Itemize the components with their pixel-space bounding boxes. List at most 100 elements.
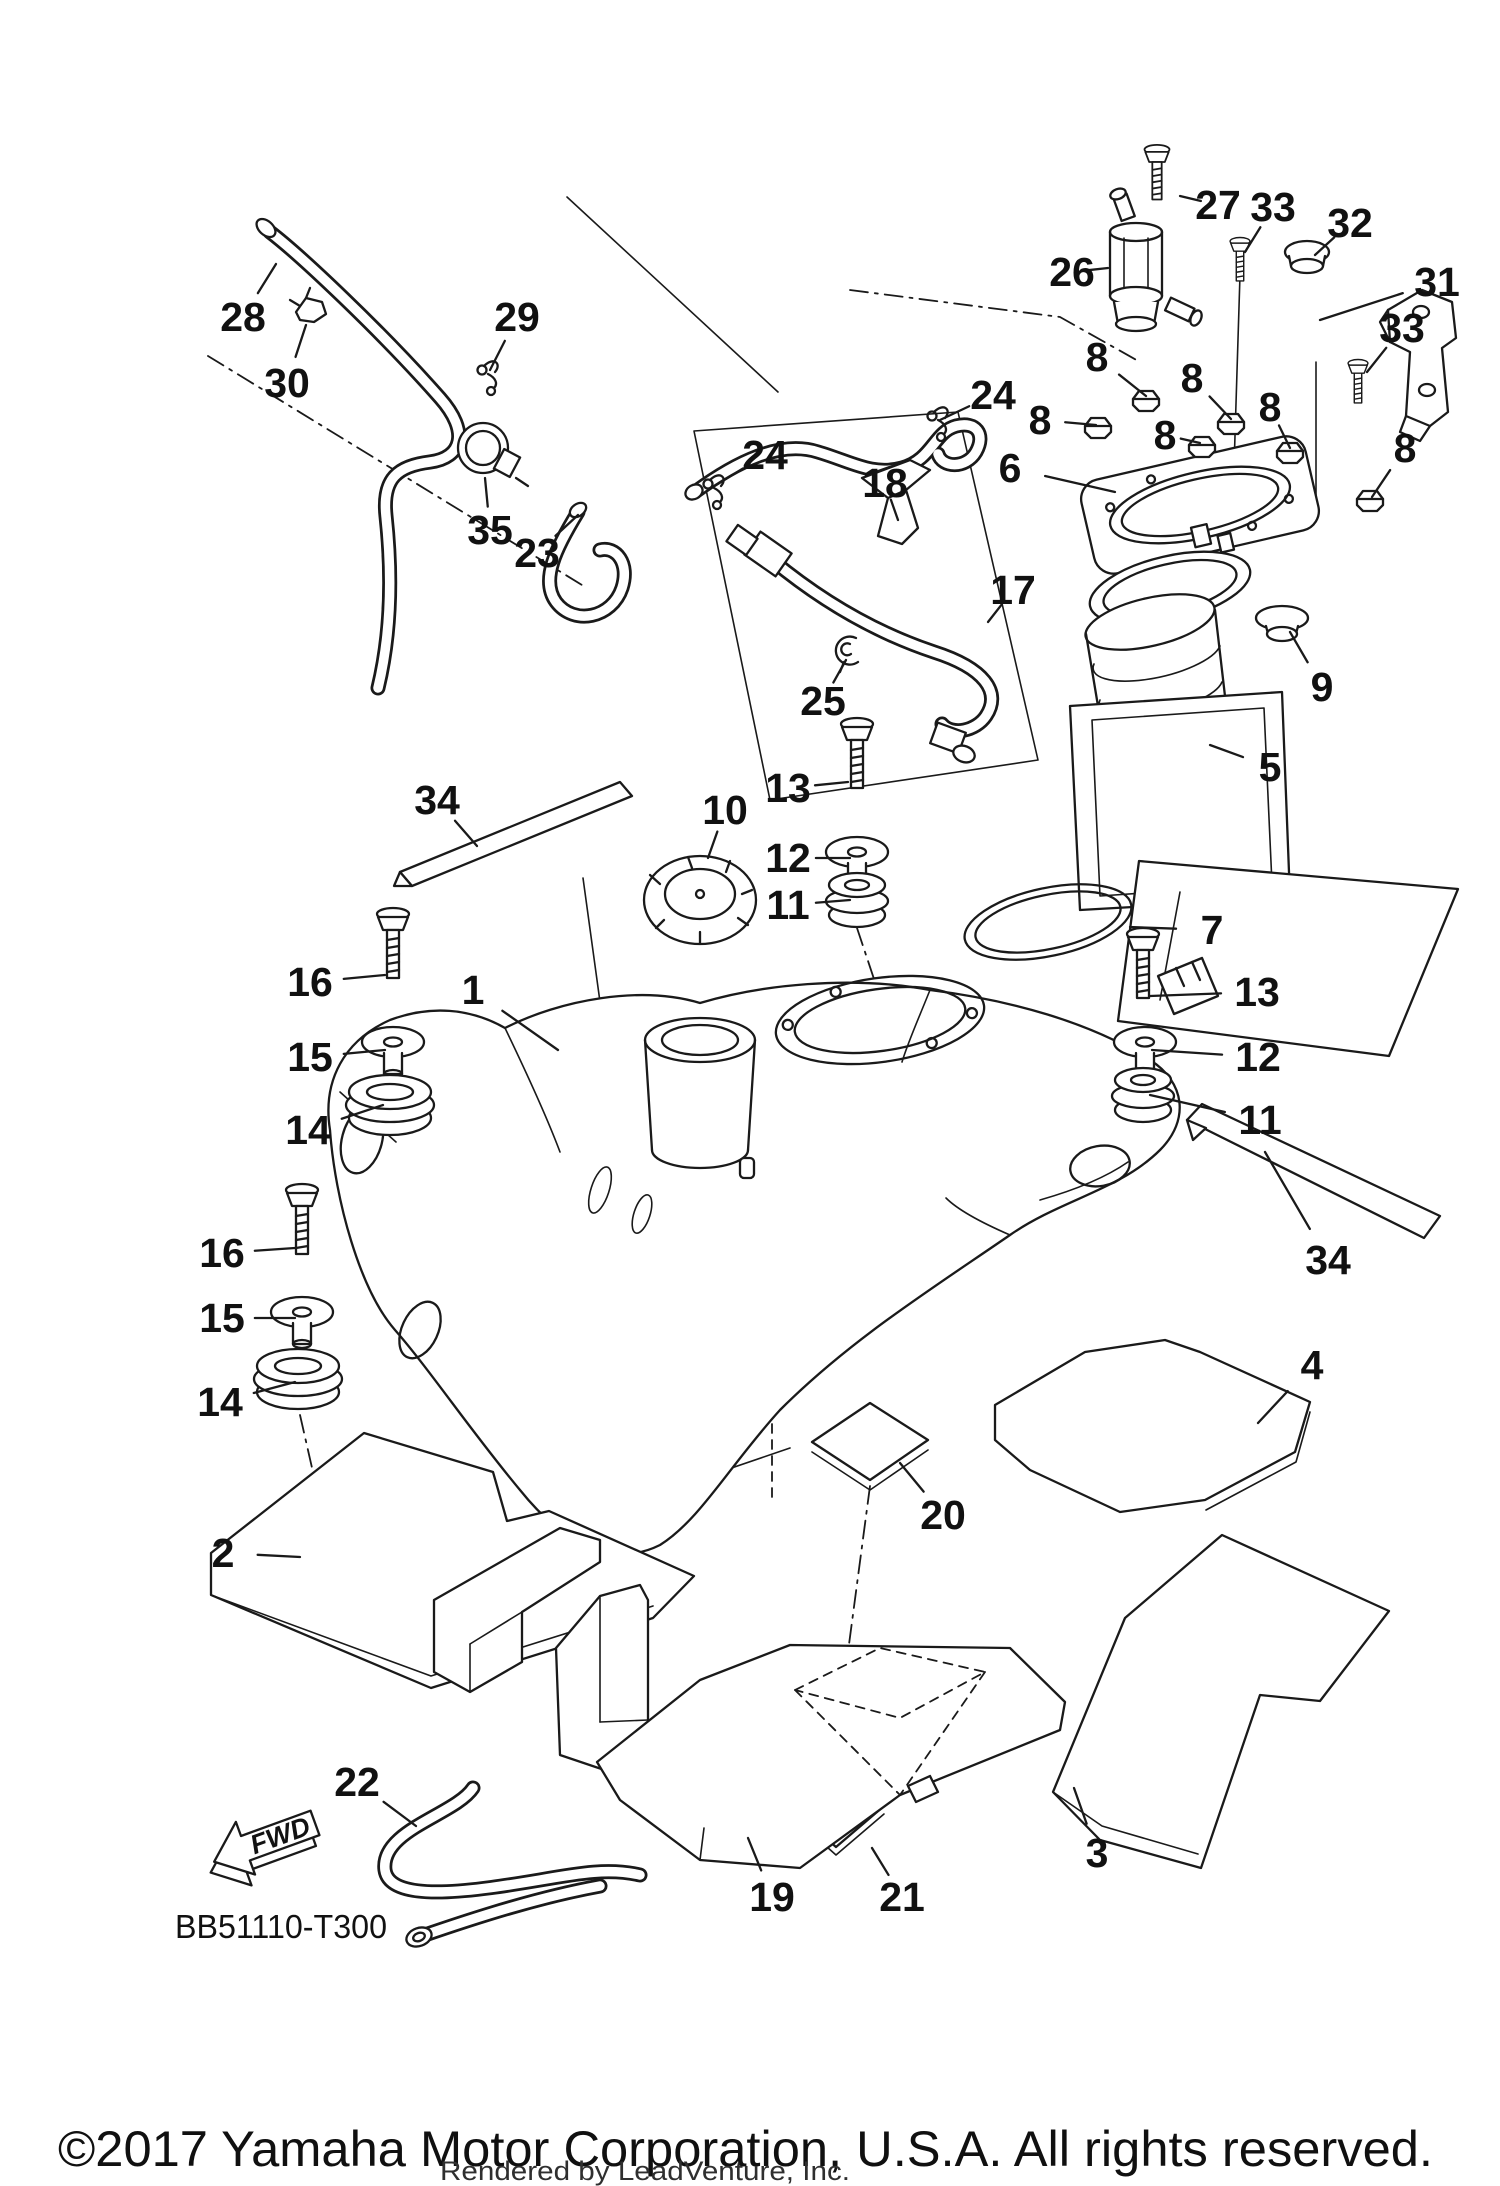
svg-text:23: 23: [514, 530, 560, 576]
svg-text:30: 30: [264, 360, 310, 406]
svg-text:9: 9: [1311, 664, 1334, 710]
bolt-16-upper: [375, 906, 411, 980]
svg-text:15: 15: [199, 1295, 245, 1341]
svg-text:35: 35: [467, 507, 513, 553]
svg-text:32: 32: [1327, 200, 1373, 246]
callout-32: 32: [1313, 200, 1373, 257]
callout-8: 8: [1154, 412, 1202, 458]
callout-28: 28: [220, 262, 278, 340]
fuel-hose-23: [542, 501, 632, 624]
svg-text:8: 8: [1181, 355, 1204, 401]
bolt-16-lower: [284, 1182, 320, 1256]
callout-2: 2: [212, 1530, 302, 1576]
callout-21: 21: [870, 1846, 925, 1920]
svg-text:34: 34: [414, 777, 460, 823]
callout-25: 25: [800, 658, 848, 724]
callout-6: 6: [999, 445, 1117, 494]
callout-3: 3: [1072, 1786, 1109, 1876]
drain-hose-22: [377, 1780, 648, 1948]
callout-34: 34: [414, 777, 479, 848]
svg-text:10: 10: [702, 787, 748, 833]
callout-4: 4: [1256, 1342, 1324, 1425]
svg-text:11: 11: [1238, 1097, 1281, 1143]
svg-text:17: 17: [990, 567, 1036, 613]
svg-text:27: 27: [1195, 182, 1241, 228]
svg-text:21: 21: [879, 1874, 925, 1920]
callout-16: 16: [199, 1230, 297, 1276]
svg-text:34: 34: [1305, 1237, 1351, 1283]
fwd-arrow: FWD: [209, 1809, 321, 1887]
svg-text:22: 22: [334, 1759, 380, 1805]
svg-text:8: 8: [1154, 412, 1177, 458]
svg-text:6: 6: [999, 445, 1022, 491]
svg-text:33: 33: [1250, 184, 1296, 230]
svg-text:8: 8: [1029, 397, 1052, 443]
svg-text:7: 7: [1201, 907, 1224, 953]
svg-text:11: 11: [766, 882, 809, 928]
callout-12: 12: [765, 835, 852, 881]
clamp-29: [476, 360, 499, 397]
callout-8: 8: [1181, 355, 1233, 421]
grommet-14-lower: [252, 1347, 344, 1411]
nut-8: [1187, 435, 1217, 459]
hose-holder-18: [860, 458, 932, 546]
callout-20: 20: [898, 1461, 966, 1538]
clamp-35: [456, 421, 530, 488]
svg-text:29: 29: [494, 294, 540, 340]
svg-text:19: 19: [749, 1874, 795, 1920]
washer-15-lower: [269, 1295, 335, 1350]
gasket-ring-7: [963, 883, 1133, 961]
fuel-cap-10: [642, 854, 758, 946]
cap-32: [1283, 239, 1331, 275]
callout-30: 30: [264, 323, 310, 406]
breather-hose-28: [255, 217, 467, 696]
callout-12: 12: [1150, 1034, 1281, 1080]
copyright-text: ©2017 Yamaha Motor Corporation, U.S.A. A…: [58, 2121, 1433, 2177]
svg-text:15: 15: [287, 1034, 333, 1080]
svg-text:20: 20: [920, 1492, 966, 1538]
callout-34: 34: [1263, 1150, 1351, 1283]
callout-26: 26: [1049, 249, 1110, 295]
nut-8: [1131, 389, 1161, 413]
fuel-hose-17: [725, 523, 1000, 764]
callout-18: 18: [862, 460, 908, 522]
svg-text:28: 28: [220, 294, 266, 340]
callout-27: 27: [1178, 182, 1241, 228]
callout-8: 8: [1370, 425, 1416, 499]
callout-24: 24: [938, 372, 1016, 422]
callout-8: 8: [1259, 384, 1292, 450]
hose-clip-30: [288, 286, 328, 324]
damper-9: [1254, 604, 1310, 643]
callout-11: 11: [766, 882, 852, 928]
nut-8: [1083, 416, 1113, 440]
svg-text:13: 13: [1234, 969, 1280, 1015]
callout-1: 1: [462, 967, 560, 1052]
grommet-11-right: [1110, 1066, 1176, 1124]
svg-text:33: 33: [1379, 305, 1425, 351]
fuel-tank-1: [327, 974, 1181, 1555]
svg-text:24: 24: [742, 432, 788, 478]
svg-text:24: 24: [970, 372, 1016, 418]
svg-text:31: 31: [1414, 259, 1460, 305]
callout-33: 33: [1243, 184, 1296, 254]
callout-16: 16: [287, 959, 387, 1005]
svg-text:18: 18: [862, 460, 908, 506]
callout-7: 7: [1128, 907, 1224, 953]
stay-bracket-31: [1378, 288, 1458, 443]
svg-text:14: 14: [197, 1379, 243, 1425]
callout-11: 11: [1148, 1093, 1282, 1143]
side-strip-34-right: [1185, 1102, 1442, 1240]
callout-22: 22: [334, 1759, 418, 1828]
clip-25: [834, 635, 860, 674]
svg-text:12: 12: [1235, 1034, 1281, 1080]
callout-15: 15: [287, 1034, 387, 1080]
callout-5: 5: [1208, 743, 1281, 790]
vent-hose-upper: [684, 417, 988, 501]
side-strip-34-left: [392, 780, 634, 888]
svg-text:12: 12: [765, 835, 811, 881]
callout-23: 23: [514, 513, 580, 576]
svg-text:3: 3: [1086, 1830, 1109, 1876]
callout-17: 17: [986, 567, 1036, 624]
grommet-11-left: [824, 871, 890, 929]
nut-8: [1355, 489, 1385, 513]
